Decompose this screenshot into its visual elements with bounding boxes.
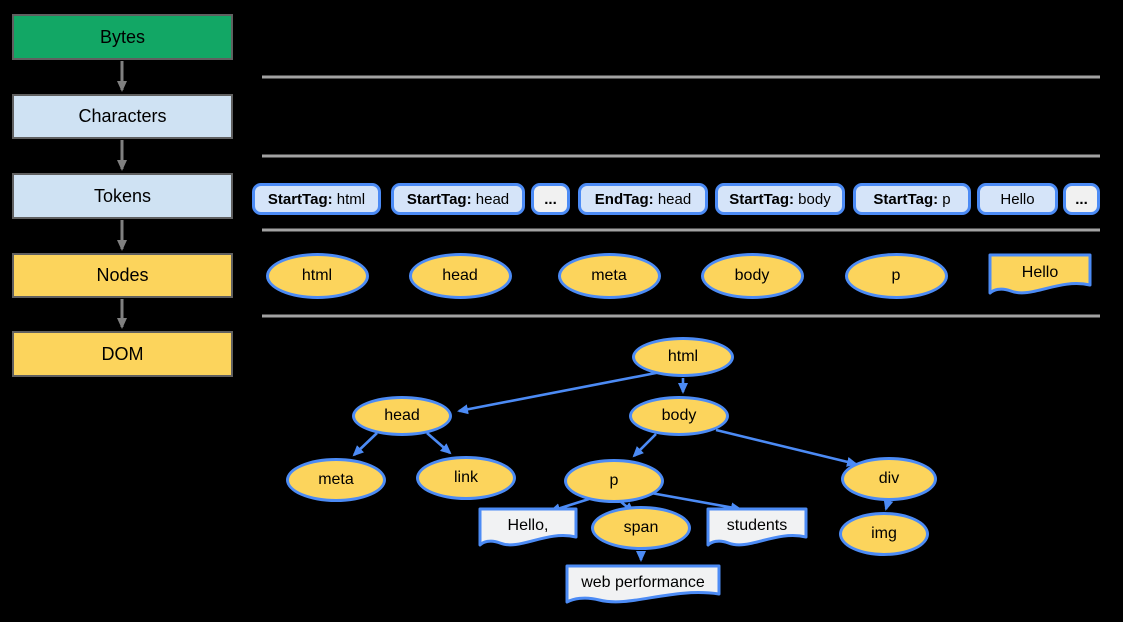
node-label: Hello, bbox=[507, 517, 549, 534]
document-shape bbox=[478, 507, 578, 547]
token-value-label: body bbox=[794, 190, 831, 208]
node-label: body bbox=[661, 407, 697, 424]
node-label: html bbox=[301, 267, 333, 284]
pipeline-box-label: Characters bbox=[78, 106, 167, 126]
pipeline-box-characters: Characters bbox=[12, 94, 233, 139]
node-p: p bbox=[844, 253, 948, 299]
node-html: html bbox=[265, 253, 369, 299]
node-label: span bbox=[623, 519, 659, 536]
dom-node-web-performance: web performance bbox=[565, 564, 721, 610]
token-type-label: ... bbox=[544, 190, 557, 208]
token-type-label: StartTag: bbox=[729, 190, 795, 208]
node-label: div bbox=[878, 470, 900, 487]
token-value-label: head bbox=[653, 190, 692, 208]
node-label: img bbox=[871, 525, 897, 542]
dom-node-div: div bbox=[841, 457, 937, 501]
document-shape bbox=[988, 253, 1092, 295]
pipeline-box-label: Bytes bbox=[99, 26, 146, 47]
node-label: link bbox=[453, 469, 478, 486]
node-label: meta bbox=[591, 267, 627, 284]
token-value-label: head bbox=[471, 190, 510, 208]
token-blank: ... bbox=[1063, 183, 1100, 215]
token-hello: Hello bbox=[977, 183, 1058, 215]
node-label: web performance bbox=[581, 574, 705, 591]
node-label: p bbox=[609, 472, 619, 489]
token-starttag-head: StartTag: head bbox=[391, 183, 525, 215]
token-value-label: html bbox=[332, 190, 366, 208]
document-shape bbox=[706, 507, 808, 547]
dom-node-html: html bbox=[632, 337, 734, 377]
node-meta: meta bbox=[557, 253, 661, 299]
node-label: meta bbox=[318, 471, 354, 488]
dom-node-p: p bbox=[564, 459, 664, 503]
node-body: body bbox=[700, 253, 804, 299]
dom-node-head: head bbox=[352, 396, 452, 436]
token-blank: ... bbox=[531, 183, 570, 215]
document-shape bbox=[565, 564, 721, 604]
dom-node-img: img bbox=[839, 512, 929, 556]
node-label: head bbox=[442, 267, 478, 284]
pipeline-box-label: Nodes bbox=[96, 265, 149, 285]
dom-node-body: body bbox=[629, 396, 729, 436]
token-value-label: p bbox=[938, 190, 951, 208]
dom-node-link: link bbox=[416, 456, 516, 500]
pipeline-box-dom: DOM bbox=[12, 331, 233, 377]
token-starttag-body: StartTag: body bbox=[715, 183, 845, 215]
node-label: body bbox=[734, 267, 770, 284]
pipeline-box-label: Tokens bbox=[93, 185, 152, 206]
node-label: students bbox=[726, 517, 788, 534]
dom-node-hello: Hello, bbox=[478, 507, 578, 553]
token-type-label: StartTag: bbox=[873, 190, 939, 208]
token-type-label: StartTag: bbox=[267, 190, 333, 208]
node-head: head bbox=[408, 253, 512, 299]
pipeline-box-label: DOM bbox=[101, 343, 144, 364]
node-label: Hello bbox=[1021, 264, 1059, 281]
pipeline-box-bytes: Bytes bbox=[12, 14, 233, 60]
dom-node-span: span bbox=[591, 506, 691, 550]
token-value-label: Hello bbox=[1000, 190, 1035, 208]
token-type-label: ... bbox=[1075, 190, 1088, 208]
token-starttag-html: StartTag: html bbox=[252, 183, 381, 215]
pipeline-box-nodes: Nodes bbox=[12, 253, 233, 298]
pipeline-box-tokens: Tokens bbox=[12, 173, 233, 219]
token-starttag-p: StartTag: p bbox=[853, 183, 971, 215]
node-label: head bbox=[384, 407, 420, 424]
node-hello: Hello bbox=[988, 253, 1092, 301]
token-endtag-head: EndTag: head bbox=[578, 183, 708, 215]
token-type-label: EndTag: bbox=[594, 190, 654, 208]
dom-node-students: students bbox=[706, 507, 808, 553]
node-label: p bbox=[891, 267, 901, 284]
dom-node-meta: meta bbox=[286, 458, 386, 502]
node-label: html bbox=[667, 348, 699, 365]
token-type-label: StartTag: bbox=[406, 190, 472, 208]
